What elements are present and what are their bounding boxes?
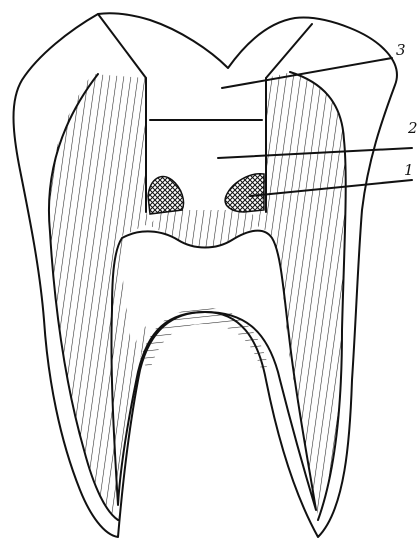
label-2: 2 xyxy=(407,119,418,137)
cavity-top-rim xyxy=(98,14,312,78)
dentin-furcation xyxy=(140,308,268,372)
label-3: 3 xyxy=(396,41,406,59)
liner-right xyxy=(225,174,264,212)
liner-left xyxy=(148,177,184,214)
label-1: 1 xyxy=(404,161,414,179)
